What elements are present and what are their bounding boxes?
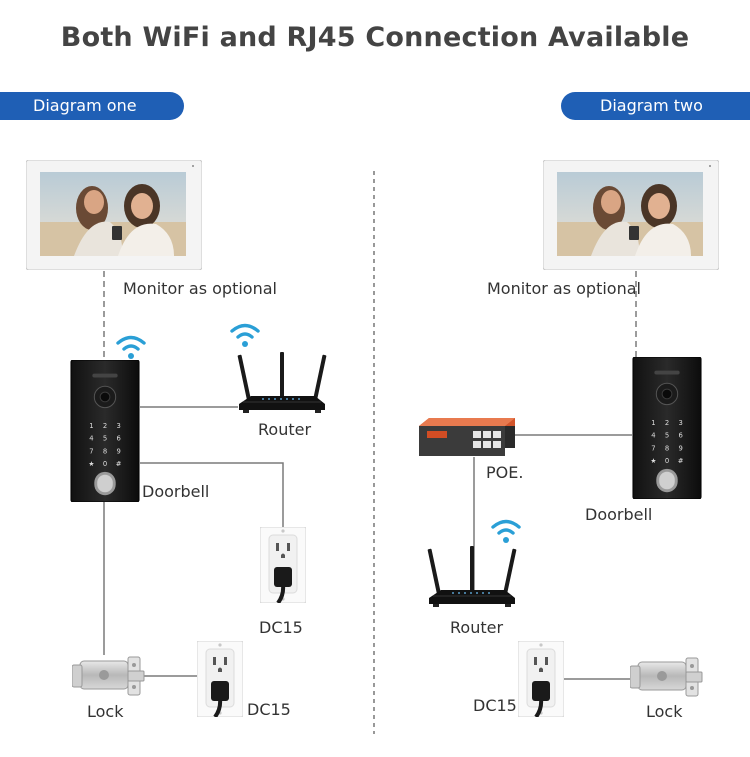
poe-switch-icon	[419, 418, 515, 456]
wifi-icon	[230, 323, 260, 347]
tab-diagram-one: Diagram one	[0, 92, 184, 120]
wifi-icon	[491, 519, 521, 543]
outlet-icon	[260, 527, 306, 603]
monitor-icon	[543, 160, 719, 270]
page-title: Both WiFi and RJ45 Connection Available	[60, 22, 690, 53]
outlet-icon	[197, 641, 243, 717]
doorbell-icon	[70, 360, 140, 502]
lock-label: Lock	[646, 702, 683, 721]
poe-label: POE.	[486, 463, 524, 482]
router-icon	[426, 546, 518, 608]
doorbell-label: Doorbell	[585, 505, 653, 524]
lock-label: Lock	[87, 702, 124, 721]
router-label: Router	[450, 618, 504, 637]
router-icon	[236, 352, 328, 414]
lock-icon	[72, 656, 145, 696]
monitor-icon	[26, 160, 202, 270]
router-label: Router	[258, 420, 312, 439]
doorbell-label: Doorbell	[142, 482, 210, 501]
outlet-label: DC15	[247, 700, 291, 719]
outlet-label: DC15	[259, 618, 303, 637]
monitor-label: Monitor as optional	[487, 279, 641, 298]
wires-diagram-one	[103, 271, 284, 677]
doorbell-icon	[632, 357, 702, 499]
outlet-label: DC15	[473, 696, 517, 715]
wifi-icon	[116, 335, 146, 359]
lock-icon	[630, 657, 703, 697]
outlet-icon	[518, 641, 564, 717]
tab-diagram-two: Diagram two	[561, 92, 750, 120]
monitor-label: Monitor as optional	[123, 279, 277, 298]
